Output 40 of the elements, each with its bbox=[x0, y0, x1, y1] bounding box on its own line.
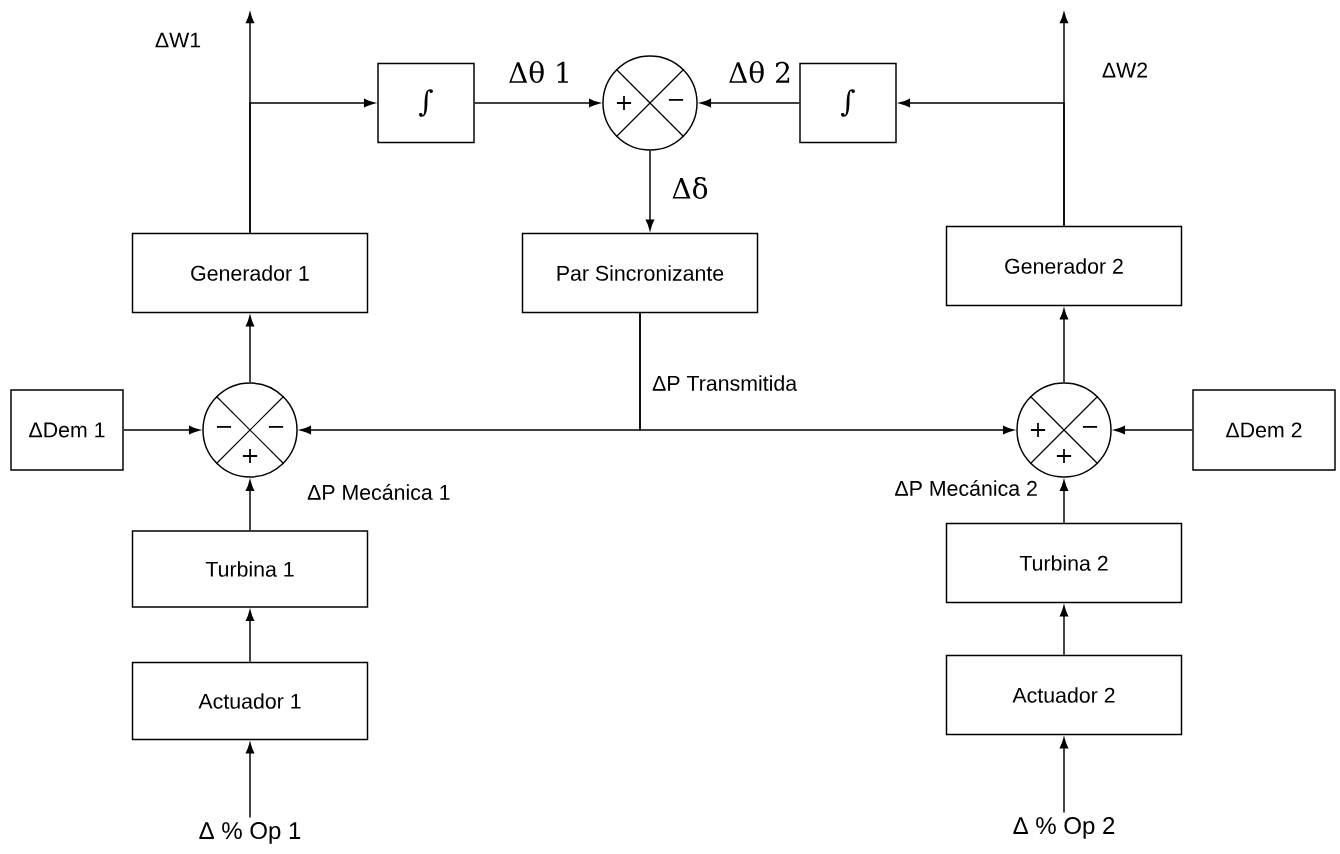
arrow bbox=[1059, 480, 1069, 524]
integrator-box: ∫ bbox=[799, 62, 897, 144]
summing-junction: + − + bbox=[1016, 382, 1112, 478]
arrow bbox=[1114, 425, 1193, 435]
block-box: Turbina 1 bbox=[131, 530, 369, 608]
summing-junction: − − + bbox=[202, 382, 298, 478]
block-box: Generador 2 bbox=[945, 225, 1183, 307]
block-box: ΔDem 2 bbox=[1192, 389, 1336, 471]
arrow bbox=[474, 98, 600, 108]
edge-label: ΔW1 bbox=[153, 31, 203, 49]
edge-label: ΔP Mecánica 1 bbox=[305, 482, 452, 502]
arrow bbox=[245, 315, 255, 383]
edge-label: Δθ 2 bbox=[726, 59, 794, 85]
edge-label: ΔP Mecánica 2 bbox=[893, 478, 1040, 498]
edge-label: Δθ 1 bbox=[506, 59, 574, 85]
input-label: Δ % Op 1 bbox=[199, 822, 301, 844]
summing-junction: + − bbox=[602, 55, 698, 151]
arrow bbox=[645, 150, 655, 231]
integrator-box: ∫ bbox=[377, 62, 475, 144]
block-box: Actuador 2 bbox=[945, 654, 1183, 736]
arrow bbox=[1059, 308, 1069, 383]
block-box: Generador 1 bbox=[131, 232, 369, 314]
arrow bbox=[1059, 12, 1069, 227]
edge-label: ΔP Transmitida bbox=[650, 373, 799, 393]
block-box: Actuador 1 bbox=[131, 661, 369, 741]
arrow bbox=[1059, 605, 1069, 656]
arrow bbox=[639, 312, 1014, 435]
arrow bbox=[245, 610, 255, 663]
arrow bbox=[1059, 737, 1069, 814]
arrow bbox=[249, 98, 375, 234]
input-label: Δ % Op 2 bbox=[1013, 817, 1115, 839]
block-box: Par Sincronizante bbox=[521, 232, 759, 314]
block-box: ΔDem 1 bbox=[10, 389, 124, 471]
edge-label: Δδ bbox=[670, 175, 710, 201]
arrow bbox=[123, 425, 200, 435]
arrow bbox=[245, 480, 255, 531]
arrow bbox=[245, 742, 255, 819]
arrow bbox=[700, 98, 800, 108]
edge-label: ΔW2 bbox=[1100, 61, 1150, 79]
block-box: Turbina 2 bbox=[945, 522, 1183, 604]
